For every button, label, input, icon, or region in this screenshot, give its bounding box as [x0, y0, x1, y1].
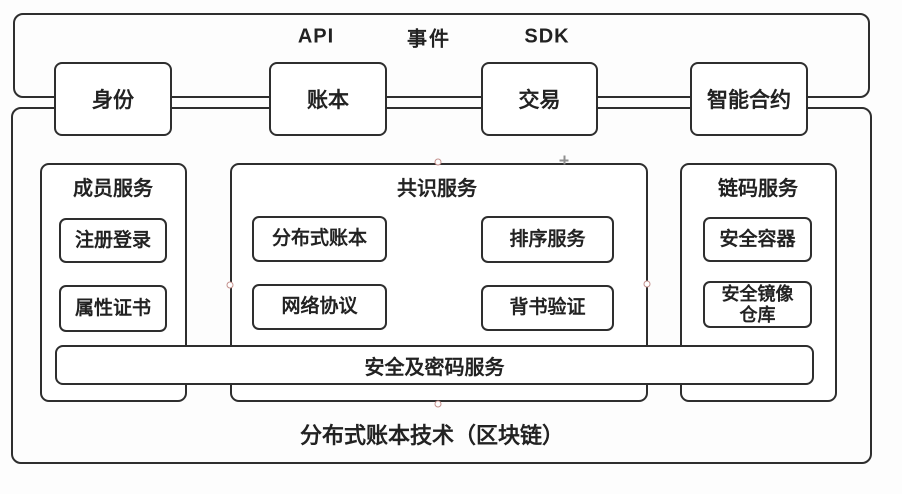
service-title-consensus: 共识服务	[397, 178, 477, 200]
module-label: 交易	[518, 89, 561, 112]
selection-anchor-dot	[434, 400, 442, 408]
service-title-member: 成员服务	[73, 178, 153, 200]
selection-anchor-dot	[226, 281, 234, 289]
interface-layer-container	[13, 13, 870, 98]
service-box-register-login: 注册登录	[59, 218, 167, 263]
service-box-attribute-certificate: 属性证书	[59, 285, 167, 332]
api-label: API	[297, 25, 335, 48]
service-title-chaincode: 链码服务	[718, 178, 798, 200]
connection-cross-icon	[559, 155, 569, 165]
service-box-network-protocol: 网络协议	[252, 284, 387, 330]
security-crypto-bar-label: 安全及密码服务	[364, 356, 505, 379]
service-box-distributed-ledger: 分布式账本	[252, 216, 387, 262]
module-box-smart-contract: 智能合约	[690, 62, 808, 136]
module-label: 账本	[307, 89, 349, 112]
sdk-label: SDK	[524, 25, 570, 48]
module-label: 身份	[92, 89, 134, 112]
diagram-caption: 分布式账本技术（区块链）	[299, 423, 565, 448]
service-box-secure-container: 安全容器	[703, 217, 812, 262]
module-box-identity: 身份	[54, 62, 172, 136]
service-box-endorsement-validation: 背书验证	[481, 285, 614, 331]
security-crypto-bar: 安全及密码服务	[55, 345, 814, 385]
main-container	[11, 107, 872, 464]
service-box-ordering-service: 排序服务	[481, 216, 614, 263]
module-label: 智能合约	[707, 89, 791, 112]
module-box-ledger: 账本	[269, 62, 387, 136]
events-label: 事件	[407, 28, 451, 51]
service-box-secure-image-repo: 安全镜像 仓库	[703, 281, 812, 328]
selection-anchor-dot	[434, 158, 442, 166]
module-box-transaction: 交易	[481, 62, 598, 136]
selection-anchor-dot	[643, 280, 651, 288]
